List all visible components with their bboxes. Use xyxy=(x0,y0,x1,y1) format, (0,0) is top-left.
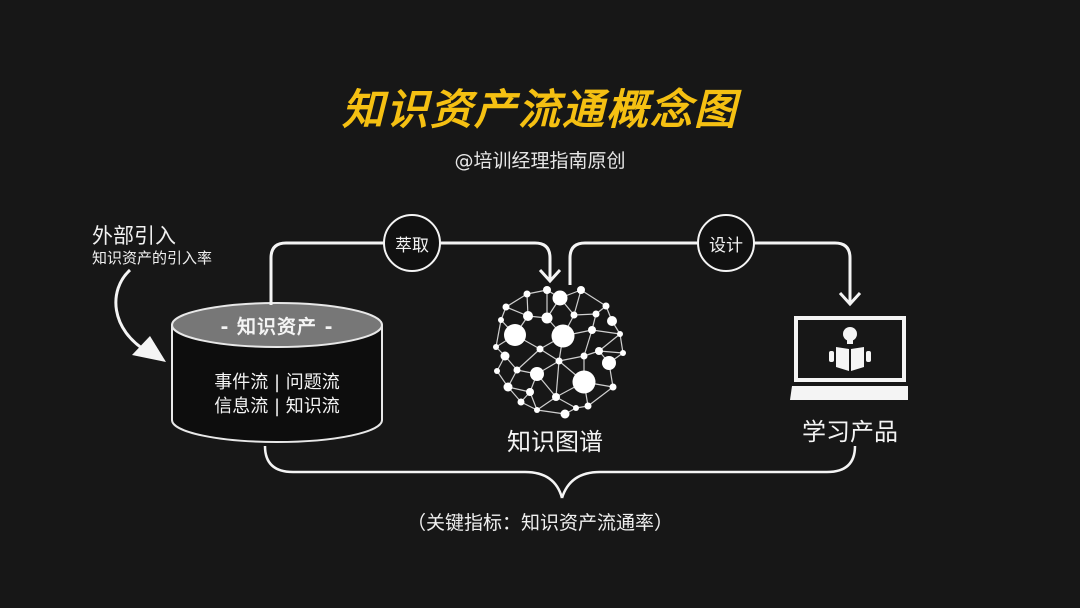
knowledge-asset-line2: 信息流 | 知识流 xyxy=(214,396,340,417)
design-badge: 设计 xyxy=(697,214,755,272)
key-metric: （关键指标：知识资产流通率） xyxy=(406,512,673,534)
knowledge-asset-label: - 知识资产 - xyxy=(220,316,334,338)
brace-icon xyxy=(263,445,857,499)
design-label: 设计 xyxy=(709,235,743,256)
extract-label: 萃取 xyxy=(395,235,429,256)
cylinder-icon xyxy=(171,302,383,443)
external-import-title: 外部引入 xyxy=(92,224,176,248)
extract-badge: 萃取 xyxy=(383,214,441,272)
knowledge-asset-line1: 事件流 | 问题流 xyxy=(214,372,340,393)
page-title: 知识资产流通概念图 xyxy=(341,85,738,134)
laptop-reader-icon xyxy=(790,316,908,400)
curved-arrow-icon xyxy=(114,268,166,362)
network-graph-icon xyxy=(493,286,626,419)
learning-product-label: 学习产品 xyxy=(802,418,898,446)
external-import-subtitle: 知识资产的引入率 xyxy=(92,249,213,267)
knowledge-graph-label: 知识图谱 xyxy=(507,428,603,456)
page-subtitle: @培训经理指南原创 xyxy=(454,150,626,172)
